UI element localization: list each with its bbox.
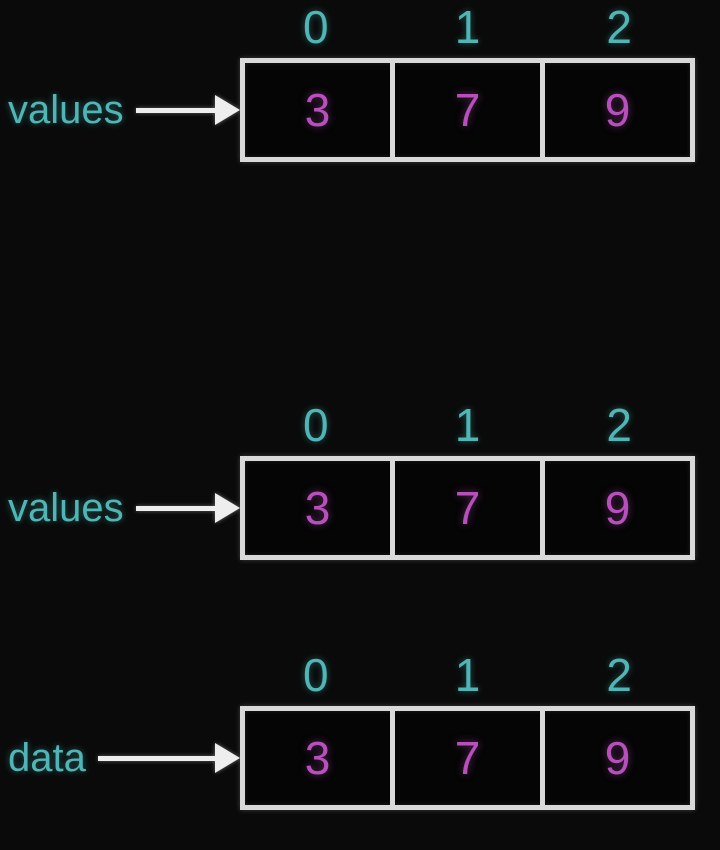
- index-label: 1: [454, 649, 481, 701]
- array-cell: 7: [395, 711, 545, 805]
- array-cell: 7: [395, 63, 545, 157]
- index-row: 0 1 2: [240, 398, 695, 454]
- array-cell: 7: [395, 461, 545, 555]
- arrow-shaft: [97, 755, 216, 761]
- array-box: 3 7 9: [240, 456, 695, 560]
- pointer-arrow-icon: [135, 95, 240, 125]
- array-cell: 9: [604, 84, 631, 136]
- array-diagram-data: 0 1 2 data 3 7 9: [0, 648, 720, 816]
- index-label: 0: [303, 399, 329, 451]
- array-cell: 3: [245, 711, 395, 805]
- array-diagram-values-2: 0 1 2 values 3 7 9: [0, 398, 720, 566]
- array-diagram-values-1: 0 1 2 values 3 7 9: [0, 0, 720, 168]
- array-cell: 9: [604, 482, 631, 534]
- array-box: 3 7 9: [240, 706, 695, 810]
- label-and-arrow: values: [0, 58, 240, 162]
- array-cell: 9: [604, 732, 631, 784]
- label-and-arrow: values: [0, 456, 240, 560]
- index-row: 0 1 2: [240, 0, 695, 56]
- arrow-shaft: [135, 107, 216, 113]
- index-label: 1: [454, 1, 481, 53]
- pointer-row: data 3 7 9: [0, 706, 695, 810]
- arrow-head: [215, 95, 240, 125]
- index-label: 1: [454, 399, 481, 451]
- arrow-head: [215, 493, 240, 523]
- index-label: 2: [606, 1, 632, 53]
- array-cell: 3: [245, 63, 395, 157]
- index-label: 0: [303, 649, 329, 701]
- variable-label: values: [8, 485, 124, 530]
- index-label: 2: [606, 399, 632, 451]
- index-row: 0 1 2: [240, 648, 695, 704]
- pointer-row: values 3 7 9: [0, 456, 695, 560]
- index-label: 0: [303, 1, 329, 53]
- pointer-arrow-icon: [97, 743, 240, 773]
- arrow-head: [215, 743, 240, 773]
- index-label: 2: [606, 649, 632, 701]
- pointer-row: values 3 7 9: [0, 58, 695, 162]
- label-and-arrow: data: [0, 706, 240, 810]
- pointer-arrow-icon: [135, 493, 240, 523]
- variable-label: values: [8, 87, 124, 132]
- variable-label: data: [8, 735, 86, 780]
- array-box: 3 7 9: [240, 58, 695, 162]
- array-cell: 3: [245, 461, 395, 555]
- arrow-shaft: [135, 505, 216, 511]
